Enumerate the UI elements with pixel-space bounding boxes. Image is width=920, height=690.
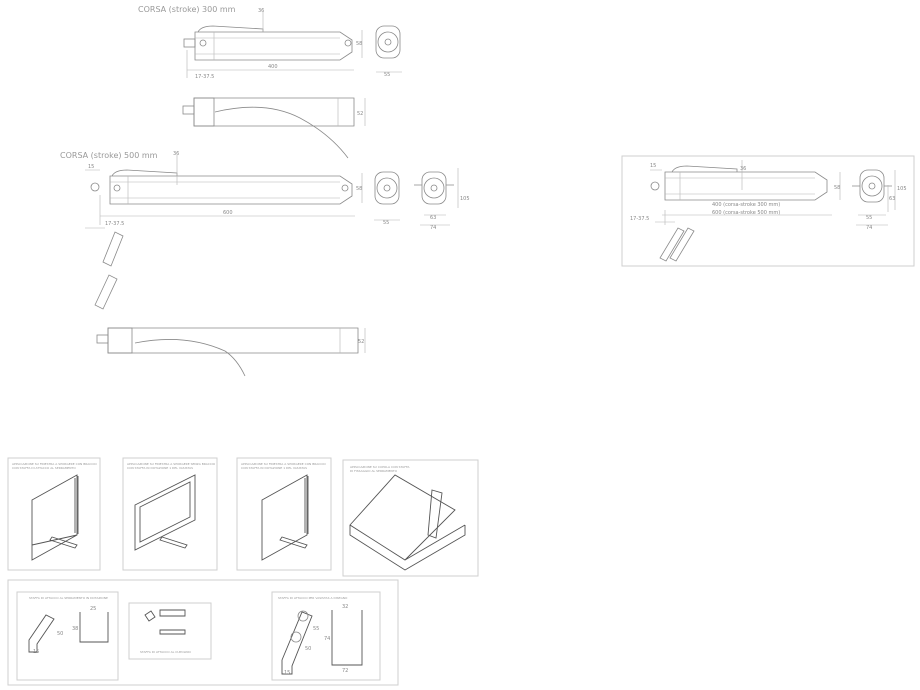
bracket-left-dim: 25	[90, 606, 96, 612]
dim-h2: 105	[897, 186, 907, 192]
dim-height: 58	[834, 185, 840, 191]
dim-arm: 36	[740, 166, 746, 172]
application-panel-3: APPLICAZIONE SU FINESTRA A SPORGERE CON …	[236, 457, 332, 571]
caption-line-2: DI FISSAGGIO AL SERRAMENTO	[350, 469, 398, 473]
actuator-300-side-view: 52	[182, 97, 366, 159]
bracket-right-dim: 55	[313, 626, 319, 632]
bracket-right-dim: 32	[342, 604, 348, 610]
caption-line-2: CON STAFFA DI ATTACCO AL SERRAMENTO	[12, 466, 76, 470]
bracket-right-dim: 15	[284, 670, 290, 676]
dim-length-300: 400 (corsa-stroke 300 mm)	[712, 202, 780, 208]
dim-arm: 36	[173, 151, 179, 157]
bracket-left-caption: STAFFA DI ATTACCO AL SERRAMENTO IN DOTAZ…	[29, 596, 108, 600]
bracket-right-dim: 50	[305, 646, 311, 652]
bracket-right-dim: 72	[342, 668, 348, 674]
title-stroke-300: CORSA (stroke) 300 mm	[138, 5, 236, 14]
combined-drawing-panel: 36 15 58 400 (corsa-stroke 300 mm) 600 (…	[621, 155, 915, 267]
actuator-500-side-view: 52	[96, 327, 366, 377]
actuator-300-top-view: CORSA (stroke) 300 mm 36 400 17-37.5 58	[138, 5, 362, 80]
bracket-panel: STAFFA DI ATTACCO AL SERRAMENTO IN DOTAZ…	[7, 579, 399, 686]
dim-w1: 55	[866, 215, 872, 221]
application-panel-2: APPLICAZIONE SU FINESTRA A SPORGERE SENZ…	[122, 457, 218, 571]
actuator-500-end-view: 55	[374, 171, 400, 226]
dim-height: 58	[356, 186, 362, 192]
dim-w2: 74	[866, 225, 872, 231]
caption: APPLICAZIONE SU FINESTRA A SPORGERE CON …	[241, 462, 326, 466]
application-panel-4: APPLICAZIONE SU CUPOLA CON STAFFA DI FIS…	[342, 459, 479, 577]
bracket-middle-caption: STAFFA DI ATTACCO AL CUPOLINO	[140, 650, 192, 654]
bracket-sketches	[94, 231, 124, 310]
dim-length-500: 600 (corsa-stroke 500 mm)	[712, 210, 780, 216]
dim-bracket-w1: 63	[430, 215, 436, 221]
bracket-left-dim: 15	[33, 649, 39, 655]
caption-line-2: CON STAFFA IN DOTAZIONE 1 DEL VASISTAS	[127, 466, 193, 470]
dim-length: 400	[268, 64, 278, 70]
dim-width: 55	[383, 220, 389, 226]
caption-line-2: CON STAFFA IN DOTAZIONE 1 DEL VASISTAS	[241, 466, 307, 470]
dim-side-height: 52	[357, 111, 363, 117]
dim-length: 600	[223, 210, 233, 216]
dim-h1: 63	[889, 196, 895, 202]
dim-offset: 17-37.5	[105, 221, 124, 227]
title-stroke-500: CORSA (stroke) 500 mm	[60, 151, 158, 160]
dim-width: 55	[384, 72, 390, 78]
caption: APPLICAZIONE SU FINESTRA A SPORGERE SENZ…	[127, 462, 216, 466]
dim-side-height: 52	[358, 339, 364, 345]
dim-pin: 15	[88, 164, 94, 170]
dim-height: 58	[356, 41, 362, 47]
caption: APPLICAZIONE SU CUPOLA CON STAFFA	[350, 465, 410, 469]
bracket-right-caption: STAFFA DI ATTACCO PER VASISTAS A DISEGNO	[278, 596, 348, 600]
dim-offset: 17-37.5	[195, 74, 214, 80]
actuator-500-bracket-view: 63 74 105	[414, 168, 470, 231]
caption: APPLICAZIONE SU FINESTRA A SPORGERE CON …	[12, 462, 97, 466]
dim-bracket-w2: 74	[430, 225, 436, 231]
bracket-left-dim: 38	[72, 626, 78, 632]
bracket-right-dim: 74	[324, 636, 330, 642]
dim-pin: 15	[650, 163, 656, 169]
actuator-300-end-view: 55	[375, 25, 402, 78]
dim-bracket-h: 105	[460, 196, 470, 202]
dim-offset: 17-37.5	[630, 216, 649, 222]
dim-arm: 36	[258, 8, 264, 14]
bracket-left-dim: 50	[57, 631, 63, 637]
actuator-500-top-view: CORSA (stroke) 500 mm 36 15 600 17-37.5 …	[60, 151, 362, 229]
application-panel-1: APPLICAZIONE SU FINESTRA A SPORGERE CON …	[7, 457, 101, 571]
